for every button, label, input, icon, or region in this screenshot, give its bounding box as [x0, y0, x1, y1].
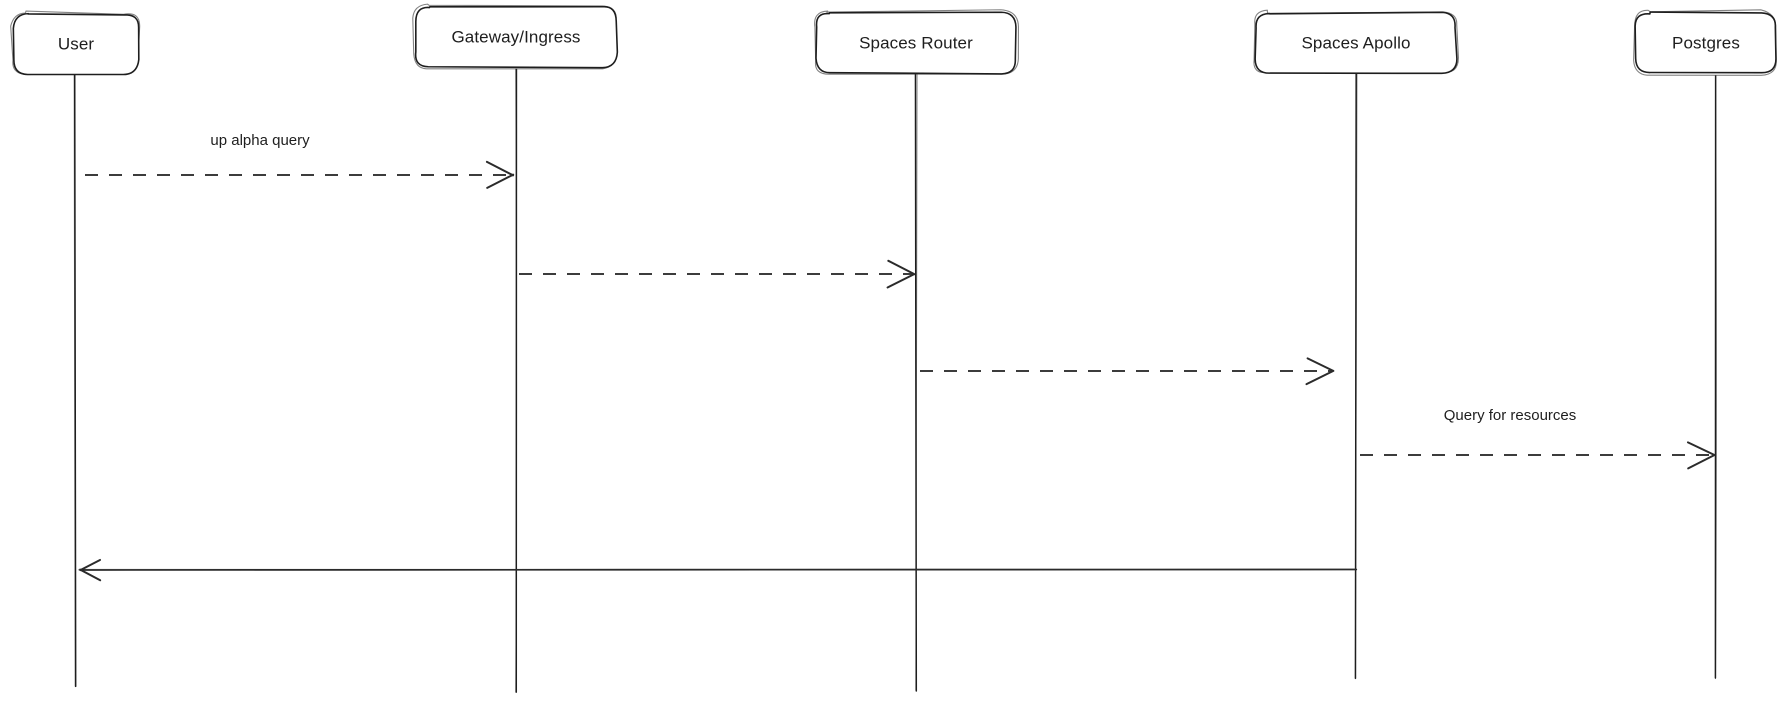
message-arrowhead	[486, 173, 515, 189]
actor-label: Postgres	[1672, 33, 1740, 52]
actor-label: Gateway/Ingress	[451, 27, 580, 46]
lifeline-gateway-ingress	[515, 65, 518, 693]
message-arrowhead	[887, 259, 916, 276]
message-msg-4[interactable]: Query for resources	[1360, 407, 1716, 470]
actor-label: Spaces Router	[859, 33, 973, 52]
actors-layer: User Gateway/Ingress Spaces Router Spaces A…	[10, 3, 1777, 76]
message-arrowhead	[886, 273, 915, 289]
message-msg-1[interactable]: up alpha query	[85, 132, 515, 189]
lifeline-spaces-router	[914, 72, 918, 692]
actor-box-outline	[1634, 11, 1777, 74]
actor-gateway-ingress[interactable]: Gateway/Ingress	[412, 3, 619, 70]
lifeline-user	[73, 73, 77, 688]
message-arrowhead	[79, 568, 102, 582]
message-label: up alpha query	[210, 132, 310, 149]
actor-postgres[interactable]: Postgres	[1633, 9, 1777, 76]
actor-box-outline	[12, 12, 140, 76]
message-arrowhead	[485, 160, 515, 177]
message-arrowhead	[79, 558, 101, 572]
actor-box-outline	[414, 5, 619, 69]
lifelines-layer	[73, 65, 1717, 693]
lifeline-postgres	[1714, 71, 1717, 680]
actor-label: Spaces Apollo	[1301, 33, 1410, 52]
message-arrowhead	[1686, 441, 1716, 457]
actor-spaces-apollo[interactable]: Spaces Apollo	[1253, 9, 1459, 75]
message-arrowhead	[1687, 454, 1716, 470]
actor-box-outline	[1254, 11, 1458, 75]
message-line-solid	[79, 568, 1358, 572]
lifeline-spaces-apollo	[1354, 71, 1358, 680]
actor-label: User	[58, 34, 95, 53]
actor-spaces-router[interactable]: Spaces Router	[814, 9, 1019, 75]
message-arrowhead	[1306, 357, 1334, 372]
message-label: Query for resources	[1444, 407, 1577, 424]
actor-box-outline	[815, 11, 1017, 75]
message-arrowhead	[1305, 369, 1335, 386]
message-msg-3[interactable]	[920, 357, 1335, 386]
actor-user[interactable]: User	[10, 10, 141, 76]
message-msg-5[interactable]	[78, 558, 1358, 582]
message-msg-2[interactable]	[519, 259, 916, 289]
